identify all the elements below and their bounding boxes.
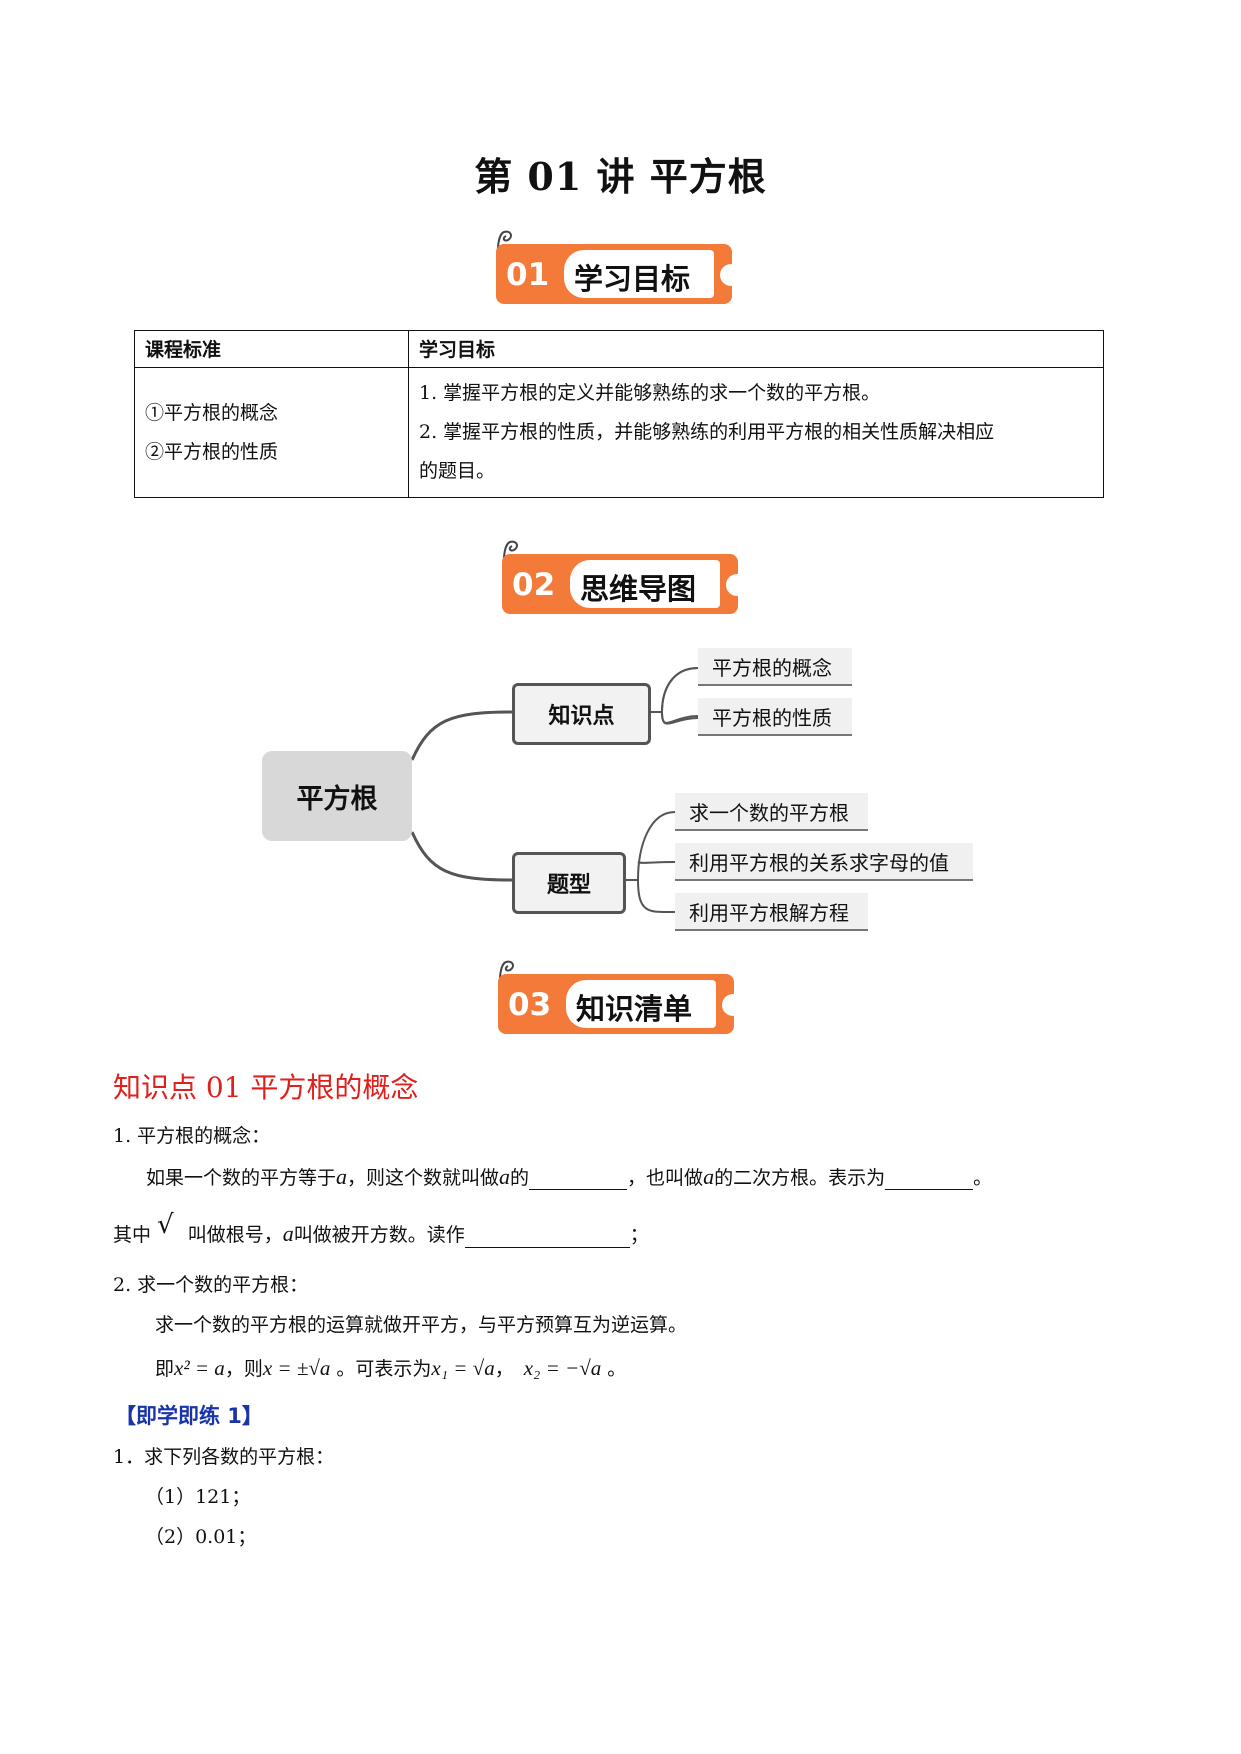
mindmap-branch-knowledge: 知识点 bbox=[512, 683, 651, 745]
equation: x² = a bbox=[174, 1356, 225, 1380]
standard-item: ①平方根的概念 bbox=[145, 401, 279, 424]
section-badge-objectives: 01 学习目标 bbox=[494, 228, 754, 308]
mindmap-leaf: 利用平方根解方程 bbox=[675, 893, 868, 931]
answer-blank bbox=[464, 1227, 630, 1248]
standards-cell: ①平方根的概念 ②平方根的性质 bbox=[134, 367, 409, 498]
section-badge-knowledge: 03 知识清单 bbox=[496, 958, 756, 1038]
knowledge-heading: 知识点 01 平方根的概念 bbox=[113, 1071, 419, 1104]
section-label: 学习目标 bbox=[574, 262, 691, 296]
practice-item: （2）0.01； bbox=[145, 1526, 257, 1548]
item2-line1: 求一个数的平方根的运算就做开平方，与平方预算互为逆运算。 bbox=[155, 1314, 688, 1336]
goal-line: 的题目。 bbox=[419, 460, 496, 482]
radical-sign-icon: √ bbox=[157, 1210, 174, 1240]
section-label: 知识清单 bbox=[576, 992, 693, 1026]
section-badge-mindmap: 02 思维导图 bbox=[500, 538, 760, 618]
mindmap-leaf: 平方根的概念 bbox=[698, 648, 852, 686]
standard-item: ②平方根的性质 bbox=[145, 440, 279, 463]
mindmap-connectors bbox=[410, 667, 699, 914]
goals-cell: 1. 掌握平方根的定义并能够熟练的求一个数的平方根。 2. 掌握平方根的性质，并… bbox=[408, 367, 1104, 498]
mindmap-leaf: 利用平方根的关系求字母的值 bbox=[675, 843, 973, 881]
var-a: a bbox=[336, 1164, 348, 1189]
var-a: a bbox=[282, 1221, 294, 1246]
practice-heading: 【即学即练 1】 bbox=[115, 1404, 263, 1428]
answer-blank bbox=[885, 1169, 974, 1190]
item2-title: 2. 求一个数的平方根： bbox=[113, 1274, 309, 1296]
mindmap-leaf: 平方根的性质 bbox=[698, 698, 852, 736]
var-a: a bbox=[499, 1164, 511, 1189]
item1-line1: 如果一个数的平方等于a，则这个数就叫做a的，也叫做a的二次方根。表示为。 bbox=[146, 1164, 993, 1190]
practice-question: 1．求下列各数的平方根： bbox=[113, 1446, 335, 1468]
equation: x₁ = √a bbox=[431, 1356, 495, 1380]
mindmap-root: 平方根 bbox=[262, 751, 412, 841]
section-label: 思维导图 bbox=[580, 572, 697, 606]
table-header-standard: 课程标准 bbox=[134, 330, 409, 368]
mindmap-branch-question-types: 题型 bbox=[512, 852, 626, 914]
equation: x = ±√a bbox=[262, 1356, 331, 1380]
item1-title: 1. 平方根的概念： bbox=[113, 1125, 271, 1147]
section-number: 02 bbox=[512, 567, 556, 603]
section-number: 03 bbox=[508, 987, 552, 1023]
answer-blank bbox=[529, 1169, 628, 1190]
equation: x₂ = −√a bbox=[523, 1356, 602, 1380]
section-number: 01 bbox=[506, 257, 550, 293]
item2-line2: 即x² = a，则x = ±√a。可表示为x₁ = √a，x₂ = −√a。 bbox=[155, 1356, 627, 1380]
objectives-table: 课程标准 学习目标 ①平方根的概念 ②平方根的性质 1. 掌握平方根的定义并能够… bbox=[134, 330, 1104, 498]
goal-line: 1. 掌握平方根的定义并能够熟练的求一个数的平方根。 bbox=[419, 382, 881, 404]
mindmap-leaf: 求一个数的平方根 bbox=[675, 793, 868, 831]
var-a: a bbox=[703, 1164, 715, 1189]
page-title: 第 01 讲 平方根 bbox=[474, 154, 767, 199]
practice-item: （1）121； bbox=[145, 1486, 251, 1508]
goal-line: 2. 掌握平方根的性质，并能够熟练的利用平方根的相关性质解决相应 bbox=[419, 421, 995, 443]
item1-line2: 其中 √ 叫做根号，a叫做被开方数。读作； bbox=[113, 1210, 649, 1248]
